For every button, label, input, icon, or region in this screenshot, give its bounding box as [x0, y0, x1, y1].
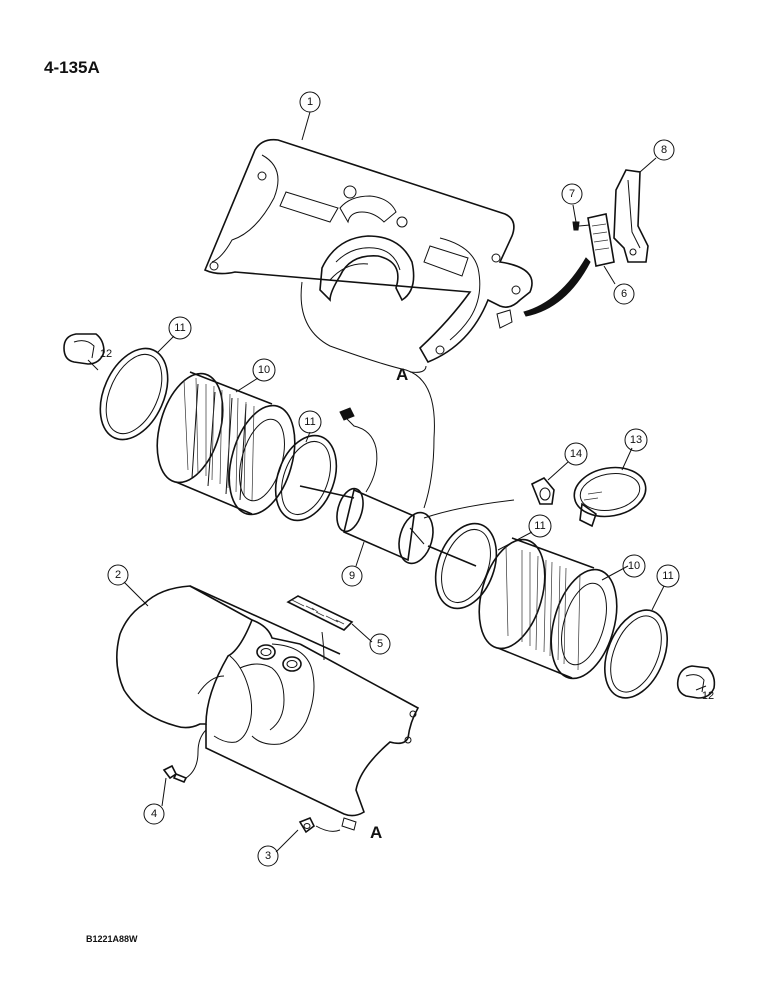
callout-9-label: 9: [349, 570, 355, 582]
callout-3-label: 3: [265, 850, 271, 862]
page-number: 4-135A: [44, 58, 100, 77]
callout-10-right-label: 10: [628, 560, 640, 572]
screw: [572, 221, 591, 231]
drawing-code: B1221A88W: [86, 934, 138, 944]
callout-11-c: 11: [528, 514, 552, 538]
grommet: [530, 477, 555, 505]
callout-7: 7: [561, 183, 583, 205]
retaining-ring-left: [99, 347, 169, 441]
retaining-ring-motor-right: [434, 522, 498, 610]
lower-housing: [116, 585, 420, 831]
callout-8: 8: [653, 139, 675, 161]
bracket: [613, 169, 649, 263]
callout-1: 1: [299, 91, 321, 113]
callout-4: 4: [143, 803, 165, 825]
leader-line-a-hook: [409, 365, 427, 373]
callout-13-label: 13: [630, 434, 642, 446]
bolt: [162, 764, 188, 784]
callout-11-d-label: 11: [662, 570, 673, 582]
callout-13: 13: [624, 428, 648, 452]
upper-housing: [203, 138, 533, 364]
leader-line-nut: [315, 825, 341, 832]
callout-9: 9: [341, 565, 363, 587]
callout-1-label: 1: [307, 96, 313, 108]
callout-5: 5: [369, 633, 391, 655]
retaining-clip-left: [63, 333, 105, 365]
callout-11-a: 11: [168, 316, 192, 340]
callout-5-label: 5: [377, 638, 383, 650]
callout-8-label: 8: [661, 144, 667, 156]
callout-2-label: 2: [115, 569, 121, 581]
callout-2: 2: [107, 564, 129, 586]
reference-letter-lower: A: [370, 823, 382, 842]
callout-leaders: [87, 111, 707, 853]
callout-10-right: 10: [622, 554, 646, 578]
blower-wheel-right: [478, 537, 618, 680]
callout-10-left: 10: [252, 358, 276, 382]
callout-12-left-label: 12: [100, 348, 112, 360]
wiring-harness: [523, 257, 591, 317]
hose-clamp: [573, 466, 647, 528]
callout-12-right-label: 12: [702, 690, 714, 702]
blower-motor: [299, 407, 515, 567]
callout-3: 3: [257, 845, 279, 867]
reference-letter-upper: A: [396, 365, 408, 384]
callout-6: 6: [613, 283, 635, 305]
callout-12-right: 12: [702, 690, 714, 702]
retaining-clip-right: [676, 665, 716, 699]
callout-12-left: 12: [100, 348, 112, 360]
leader-line-bolt: [185, 729, 207, 779]
callout-4-label: 4: [151, 808, 157, 820]
callout-11-d: 11: [656, 564, 680, 588]
callout-7-label: 7: [569, 188, 575, 200]
callout-6-label: 6: [621, 288, 627, 300]
resistor-plate: [587, 213, 615, 267]
callout-11-a-label: 11: [174, 322, 185, 334]
callout-14-label: 14: [570, 448, 582, 460]
callout-11-c-label: 11: [534, 520, 545, 532]
nut: [298, 816, 316, 834]
retaining-ring-motor-left: [274, 434, 338, 522]
callout-11-b-label: 11: [304, 416, 315, 428]
callout-10-left-label: 10: [258, 364, 270, 376]
callout-11-b: 11: [298, 410, 322, 434]
leader-line-a-upper: [300, 281, 435, 509]
foam-seal: [286, 595, 354, 661]
callout-14: 14: [564, 442, 588, 466]
retaining-ring-right: [604, 609, 668, 699]
